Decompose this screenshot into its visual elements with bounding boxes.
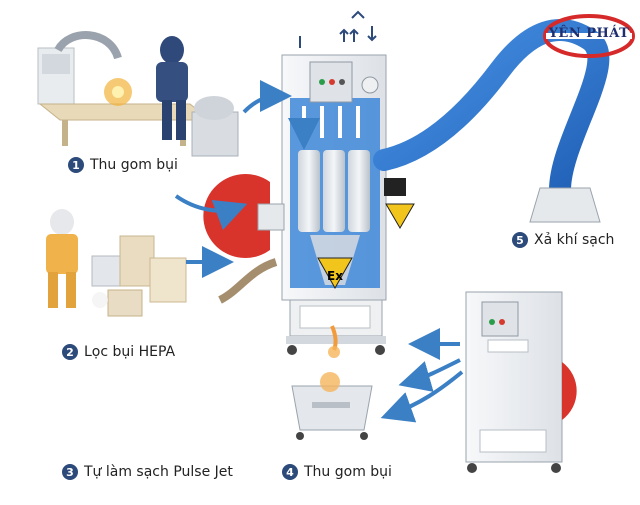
air-flow-icons (299, 10, 377, 48)
red-fan-left (203, 174, 285, 258)
welding-scene (37, 31, 239, 157)
logo-text: YÊN PHÁT (548, 26, 630, 41)
yen-phat-logo: YÊN PHÁT (542, 14, 636, 58)
exhaust-hose (373, 19, 610, 223)
step-5-label: Xả khí sạch (534, 232, 615, 248)
step-5-number: 5 (512, 232, 528, 248)
step-3: 3 Tự làm sạch Pulse Jet (62, 464, 233, 480)
step-2: 2 Lọc bụi HEPA (62, 344, 175, 360)
step-4: 4 Thu gom bụi (282, 464, 392, 480)
step-1-number: 1 (68, 157, 84, 173)
step-5: 5 Xả khí sạch (512, 232, 614, 248)
step-2-label: Lọc bụi HEPA (84, 344, 176, 360)
step-4-label: Thu gom bụi (304, 464, 392, 480)
step-3-label: Tự làm sạch Pulse Jet (84, 464, 233, 480)
step-1: 1 Thu gom bụi (68, 157, 178, 173)
step-2-number: 2 (62, 344, 78, 360)
step-4-number: 4 (282, 464, 298, 480)
secondary-dust-collector (465, 291, 577, 473)
step-1-label: Thu gom bụi (90, 157, 178, 173)
ex-badge-side (385, 203, 415, 229)
dust-bin (291, 372, 373, 440)
ex-badge-main: Ex (327, 269, 343, 283)
flow-arrows (174, 80, 464, 423)
step-3-number: 3 (62, 464, 78, 480)
intake-hose (218, 258, 278, 304)
logo-ring-icon (543, 14, 635, 58)
main-dust-collector: Ex (281, 54, 387, 358)
powder-scene (46, 209, 187, 317)
